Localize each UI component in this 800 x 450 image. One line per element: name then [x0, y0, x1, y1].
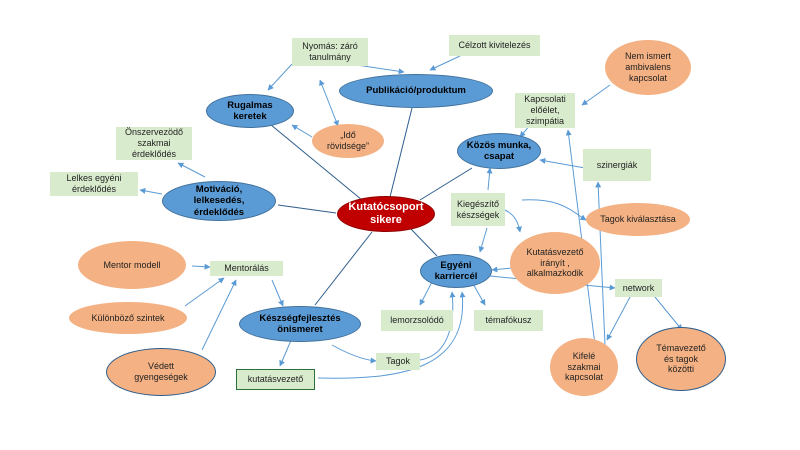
- node-tagok-kivalasztasa: Tagok kiválasztása: [586, 203, 690, 236]
- node-lemorzsolodo: lemorzsolódó: [381, 310, 453, 331]
- node-network: network: [615, 279, 662, 297]
- arrow-network-temavezeto: [654, 296, 683, 331]
- node-temavezeto-es-tagok-kozotti: Témavezető és tagok közötti: [636, 327, 726, 391]
- node-egyeni-karriercel: Egyéni karriercél: [420, 254, 492, 288]
- spoke-publikacio: [389, 107, 413, 198]
- arrow-kiegeszito-kutatasvezeto: [504, 209, 522, 233]
- arrow-nyomas-rugalmas: [267, 63, 293, 91]
- node-keszsegfejlesztes-onismeret: Készségfejlesztés önismeret: [239, 306, 361, 342]
- arrow-egyeni-temafokusz: [471, 281, 486, 306]
- arrow-kutatasvezeto-egyeni: [317, 291, 466, 379]
- arrow-kutatasvezeto-egyeni-b: [491, 266, 513, 273]
- spoke-motivacio: [277, 204, 337, 214]
- node-mentoralas: Mentorálás: [210, 261, 283, 276]
- arrow-celzott-publikacio: [429, 55, 461, 71]
- arrow-kiegeszito-egyeni: [478, 227, 488, 253]
- node-tagok: Tagok: [376, 353, 420, 370]
- node-publikacio-produktum: Publikáció/produktum: [339, 74, 493, 108]
- spoke-keszseg: [314, 231, 373, 306]
- arrow-kiegeszito-tagokkivalasztasa: [521, 199, 587, 221]
- node-mentor-modell: Mentor modell: [78, 241, 186, 289]
- node-ido-rovidsege: „Idő rövidsége”: [312, 124, 384, 158]
- node-nem-ismert-ambivalens-kapcsolat: Nem ismert ambivalens kapcsolat: [605, 40, 691, 95]
- arrow-kiegeszito-kozos: [486, 167, 493, 191]
- central-node-kutatocsoport-sikere: Kutatócsoport sikere: [337, 196, 435, 232]
- arrow-mentoralas-keszseg: [271, 279, 284, 307]
- node-kapcsolati-eloelet: Kapcsolati előélet, szimpátia: [515, 93, 575, 128]
- arrow-network-kifele: [606, 296, 631, 341]
- hub-spokes: [264, 107, 473, 306]
- spoke-rugalmas: [264, 119, 363, 201]
- arrow-tagok-egyeni: [419, 291, 456, 361]
- arrow-vedett-mentoralas: [201, 279, 237, 351]
- node-kutatasvezeto-iranyit: Kutatásvezető irányít , alkalmazkodik: [510, 232, 600, 294]
- node-kutatasvezeto: kutatásvezető: [236, 369, 315, 390]
- node-nyomas-zaro-tanulmany: Nyomás: záró tanulmány: [292, 38, 368, 66]
- node-szinergiak: szinergiák: [583, 149, 651, 181]
- node-kiegeszito-keszsegek: Kiegészítő készségek: [451, 193, 505, 226]
- arrow-motivacio-lelkes: [139, 188, 163, 195]
- node-kifele-szakmai-kapcsolat: Kifelé szakmai kapcsolat: [550, 338, 618, 396]
- arrow-keszseg-tagok: [331, 344, 377, 364]
- arrow-ido-rugalmas: [291, 124, 313, 138]
- node-vedett-gyengesegek: Védett gyengeségek: [106, 348, 216, 396]
- node-kulonbozo-szintek: Különböző szintek: [69, 302, 187, 334]
- arrow-nemismert-kapcsolati: [581, 84, 611, 106]
- arrow-keszseg-kutatasvezeto: [279, 337, 293, 367]
- node-motivacio-lelkesedes: Motiváció, lelkesedés, érdeklődés: [162, 181, 276, 221]
- arrow-mentormodell-mentoralas: [191, 263, 211, 270]
- arrow-egyeni-lemorzsolodo: [419, 279, 434, 306]
- spoke-egyeni: [409, 227, 438, 257]
- node-temafokusz: témafókusz: [474, 310, 543, 331]
- node-rugalmas-keretek: Rugalmas keretek: [206, 94, 294, 128]
- node-celzott-kivitelezes: Célzott kivitelezés: [449, 35, 540, 56]
- arrow-kulonbozo-mentoralas: [184, 277, 225, 307]
- node-kozos-munka-csapat: Közös munka, csapat: [457, 133, 541, 169]
- node-onszervezodo-erdeklodes: Önszervezödő szakmai érdeklődés: [116, 127, 192, 160]
- arrow-onszervezodo-motivacio: [177, 162, 206, 178]
- spoke-kozos: [419, 167, 473, 201]
- node-lelkes-egyeni-erdeklodes: Lelkes egyéni érdeklődés: [50, 172, 138, 196]
- arrow-szinergiak-kozos: [539, 157, 586, 169]
- arrow-ido-nyomas: [319, 79, 339, 127]
